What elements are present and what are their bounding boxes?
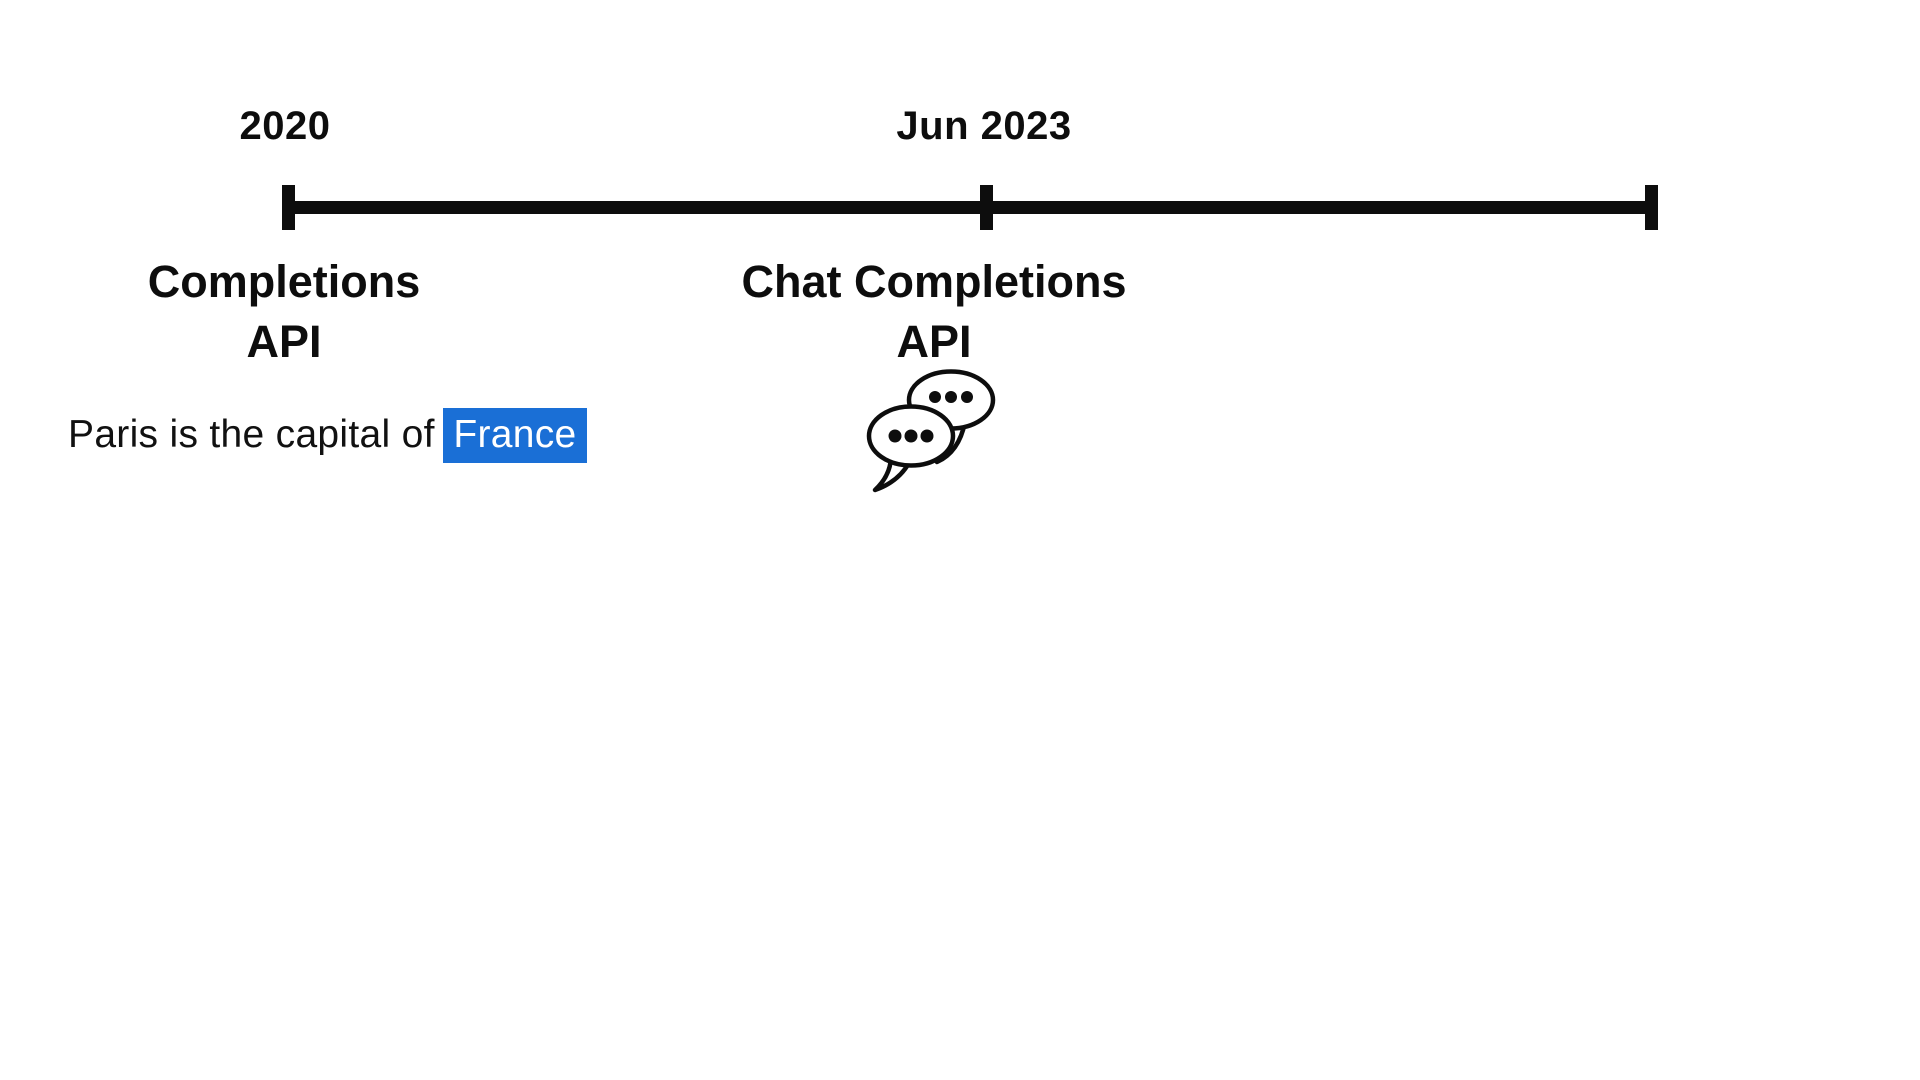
event-title-chat-completions-api: Chat Completions API [741,252,1126,372]
timeline-tick-end [1645,185,1658,230]
date-label-2020: 2020 [239,104,331,148]
event-title-line: API [246,316,322,367]
date-label-jun-2023: Jun 2023 [896,104,1072,148]
event-title-line: Completions [147,256,421,307]
event-title-completions-api: Completions API [148,252,421,372]
timeline-tick-start [282,185,295,230]
event-title-line: Chat Completions [741,256,1127,307]
sentence-prefix: Paris is the capital of [68,413,435,456]
speech-bubble-front [866,404,956,493]
event-title-line: API [896,316,972,367]
timeline-tick-jun-2023 [980,185,993,230]
highlighted-completion: France [443,408,587,463]
timeline-bar [288,201,1652,214]
chat-bubbles-icon [866,369,996,493]
